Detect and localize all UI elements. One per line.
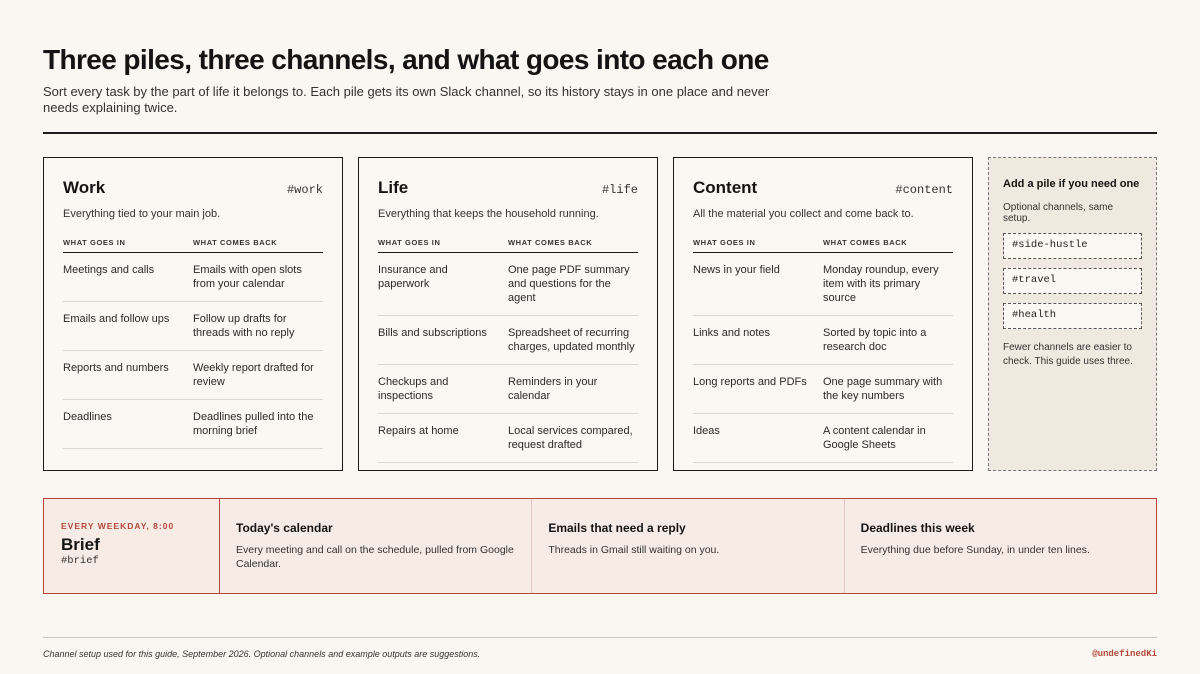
brief-title: Brief [61, 535, 100, 554]
brief-item-title: Deadlines this week [860, 521, 975, 535]
pile-card-content: Content #content All the material you co… [673, 157, 973, 471]
pile-card-work: Work #work Everything tied to your main … [43, 157, 343, 471]
optional-channel-travel: #travel [1003, 268, 1142, 294]
brief-item-text: Every meeting and call on the schedule, … [236, 544, 514, 570]
table-header: WHAT GOES IN WHAT COMES BACK [378, 238, 638, 253]
row-back: Reminders in your calendar [508, 376, 598, 402]
card-channel: #work [286, 183, 323, 197]
footer-note: Channel setup used for this guide, Septe… [43, 649, 481, 659]
brief-heading: EVERY WEEKDAY, 8:00 Brief #brief [44, 499, 220, 593]
optional-channel-side-hustle: #side-hustle [1003, 233, 1142, 259]
brief-item-text: Threads in Gmail still waiting on you. [548, 544, 720, 556]
table-header: WHAT GOES IN WHAT COMES BACK [63, 238, 323, 253]
page-title: Three piles, three channels, and what go… [43, 44, 769, 75]
optional-channel-health: #health [1003, 303, 1142, 329]
card-description: All the material you collect and come ba… [693, 208, 914, 220]
row-back: Emails with open slots from your calenda… [193, 264, 302, 290]
optional-piles-description: Optional channels, same setup. [1003, 202, 1114, 224]
table-row: Bills and subscriptions Spreadsheet of r… [378, 316, 638, 365]
row-in: Meetings and calls [63, 264, 155, 276]
table-row: Long reports and PDFs One page summary w… [693, 365, 953, 414]
column-header-back: WHAT COMES BACK [193, 238, 278, 247]
row-back: Follow up drafts for threads with no rep… [193, 313, 295, 339]
row-back: A content calendar in Google Sheets [823, 425, 926, 451]
footer-divider [43, 637, 1157, 638]
row-in: Emails and follow ups [63, 313, 170, 325]
brief-item-title: Today's calendar [236, 521, 333, 535]
header-divider [43, 132, 1157, 134]
row-in: Long reports and PDFs [693, 376, 807, 388]
row-back: One page summary with the key numbers [823, 376, 943, 402]
card-description: Everything tied to your main job. [63, 208, 221, 220]
brief-item-text: Everything due before Sunday, in under t… [860, 544, 1090, 556]
card-channel: #life [601, 183, 638, 197]
column-header-in: WHAT GOES IN [693, 238, 756, 247]
column-header-back: WHAT COMES BACK [508, 238, 593, 247]
brief-item-calendar: Today's calendar Every meeting and call … [220, 499, 533, 593]
table-header: WHAT GOES IN WHAT COMES BACK [693, 238, 953, 253]
card-description: Everything that keeps the household runn… [378, 208, 599, 220]
row-in: Reports and numbers [63, 362, 169, 374]
row-back: Monday roundup, every item with its prim… [823, 264, 939, 304]
table-row: Links and notes Sorted by topic into a r… [693, 316, 953, 365]
brief-schedule: EVERY WEEKDAY, 8:00 [61, 521, 175, 531]
column-header-in: WHAT GOES IN [63, 238, 126, 247]
column-header-back: WHAT COMES BACK [823, 238, 908, 247]
row-back: Spreadsheet of recurring charges, update… [508, 327, 635, 353]
table-row: Repairs at home Local services compared,… [378, 414, 638, 463]
card-title: Work [63, 178, 106, 197]
brief-channel: #brief [61, 555, 99, 567]
row-in: Ideas [693, 425, 720, 437]
page-subtitle: Sort every task by the part of life it b… [43, 84, 770, 115]
row-in: Links and notes [693, 327, 771, 339]
table-row: Ideas A content calendar in Google Sheet… [693, 414, 953, 463]
table-row: News in your field Monday roundup, every… [693, 253, 953, 316]
table-row: Meetings and calls Emails with open slot… [63, 253, 323, 302]
row-in: Bills and subscriptions [378, 327, 487, 339]
optional-piles-note: Fewer channels are easier to check. This… [1003, 342, 1133, 367]
author-handle: @undefinedKi [1092, 649, 1157, 659]
row-back: Deadlines pulled into the morning brief [193, 411, 314, 437]
optional-piles-title: Add a pile if you need one [1003, 178, 1140, 190]
row-back: Sorted by topic into a research doc [823, 327, 927, 353]
page-header: Three piles, three channels, and what go… [43, 44, 1157, 116]
daily-brief-panel: EVERY WEEKDAY, 8:00 Brief #brief Today's… [43, 498, 1157, 594]
brief-item-emails: Emails that need a reply Threads in Gmai… [532, 499, 845, 593]
card-channel: #content [895, 183, 953, 197]
brief-item-deadlines: Deadlines this week Everything due befor… [845, 499, 1156, 593]
card-title: Content [693, 178, 758, 197]
row-in: Repairs at home [378, 425, 459, 437]
pile-card-life: Life #life Everything that keeps the hou… [358, 157, 658, 471]
brief-item-title: Emails that need a reply [548, 521, 686, 535]
row-in: Deadlines [63, 411, 112, 423]
row-in: Checkups and inspections [378, 376, 449, 402]
row-back: Local services compared, request drafted [508, 425, 633, 451]
table-row: Insurance and paperwork One page PDF sum… [378, 253, 638, 316]
card-title: Life [378, 178, 409, 197]
row-in: Insurance and paperwork [378, 264, 448, 290]
row-in: News in your field [693, 264, 780, 276]
optional-piles-card: Add a pile if you need one Optional chan… [988, 157, 1157, 471]
table-row: Emails and follow ups Follow up drafts f… [63, 302, 323, 351]
row-back: One page PDF summary and questions for t… [508, 264, 630, 304]
table-row: Reports and numbers Weekly report drafte… [63, 351, 323, 400]
table-row: Checkups and inspections Reminders in yo… [378, 365, 638, 414]
column-header-in: WHAT GOES IN [378, 238, 441, 247]
table-row: Deadlines Deadlines pulled into the morn… [63, 400, 323, 449]
row-back: Weekly report drafted for review [193, 362, 314, 388]
